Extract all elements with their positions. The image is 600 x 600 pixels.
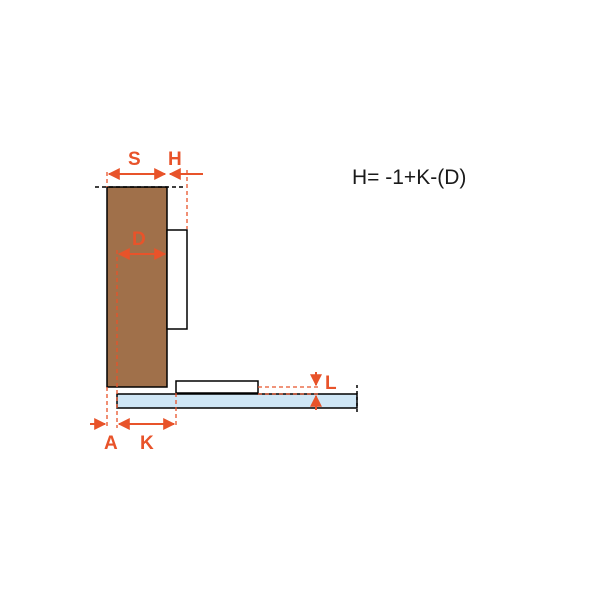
hinge-plate: [166, 229, 188, 330]
label-h: H: [168, 149, 182, 170]
label-a: A: [104, 433, 118, 454]
formula-text: H= -1+K-(D): [352, 166, 466, 189]
label-l: L: [325, 373, 337, 394]
label-d: D: [132, 229, 146, 250]
cabinet-side-panel: [106, 186, 168, 388]
glass-door: [116, 393, 358, 409]
label-k: K: [140, 433, 154, 454]
door-hinge-bar: [175, 380, 259, 394]
label-s: S: [128, 149, 141, 170]
